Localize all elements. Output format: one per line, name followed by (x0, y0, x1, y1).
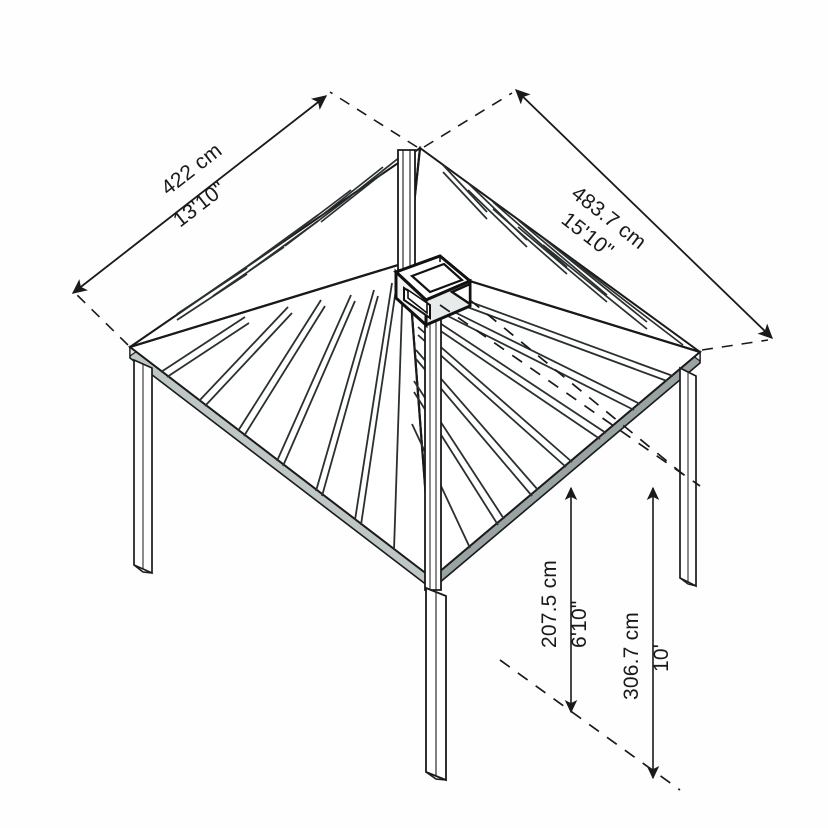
ext-line-right-top (423, 92, 513, 148)
roof-center-post-lower (424, 299, 442, 591)
left-corner-post (133, 358, 153, 575)
dim-line-width-left (71, 95, 328, 294)
dimension-height-peak: 306.7 cm 10' (620, 486, 673, 780)
dim-label-height-peak-metric: 306.7 cm (620, 612, 643, 700)
dim-line-width-right (515, 89, 773, 339)
front-corner-post (425, 586, 447, 782)
central-roof-vent (393, 254, 473, 329)
roof-rafters-southwest (160, 277, 404, 551)
ext-line-left-bottom (71, 289, 129, 346)
gazebo-posts (133, 358, 697, 782)
dim-label-height-peak-imperial: 10' (650, 644, 673, 672)
dim-label-height-eave-imperial: 6'10" (568, 600, 591, 648)
roof-center-mast (397, 149, 416, 271)
right-corner-post (679, 366, 697, 588)
ext-line-left-top (329, 91, 418, 148)
ground-reference-lines (439, 299, 701, 791)
dim-label-height-eave-metric: 207.5 cm (538, 560, 561, 648)
dimension-height-eave: 207.5 cm 6'10" (538, 486, 591, 714)
